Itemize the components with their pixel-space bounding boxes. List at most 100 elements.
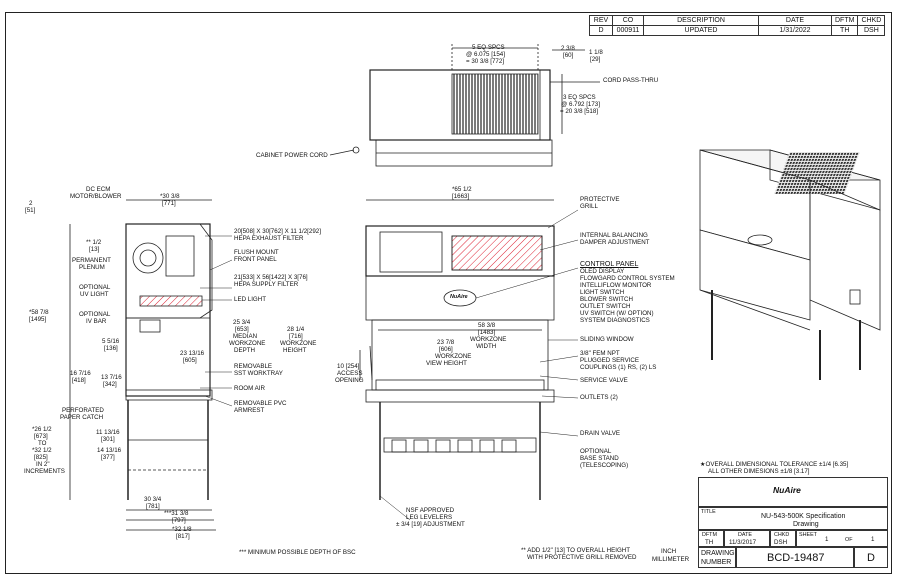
- dim-14-13-16: 14 13/16: [97, 447, 122, 454]
- dim-5-5-16-mm: [136]: [104, 345, 118, 352]
- control-item: FLOWGARD CONTROL SYSTEM: [580, 275, 675, 282]
- dim-30-3-4-mm: [781]: [146, 503, 160, 510]
- dim-2: 2: [29, 200, 33, 207]
- units-1: INCH: [661, 548, 677, 555]
- side-view: [69, 199, 216, 531]
- room-air-label: ROOM AIR: [234, 385, 265, 392]
- service-valve-label: SERVICE VALVE: [580, 377, 628, 384]
- dim-2-mm: [51]: [25, 207, 36, 214]
- chkd-value: DSH: [774, 539, 788, 546]
- stand-6: IN 2": [36, 461, 50, 468]
- dim-2-3-8-mm: [60]: [563, 52, 574, 59]
- drawing-number-cell: BCD-19487: [736, 547, 854, 568]
- nsf-2: LEG LEVELERS: [406, 514, 453, 521]
- dim-half-mm: [13]: [89, 246, 100, 253]
- stand-3: TO: [38, 440, 47, 447]
- dim-2-3-8: 2 3/8: [561, 45, 575, 52]
- drawing-number-label-cell: DRAWING NUMBER: [698, 547, 736, 568]
- optional-iv-2: IV BAR: [86, 318, 107, 325]
- flush-mount-1: FLUSH MOUNT: [234, 249, 279, 256]
- title-logo-cell: NuAire: [698, 477, 888, 507]
- optional-uv-1: OPTIONAL: [79, 284, 111, 291]
- sheet-cell: SHEET 1 OF 1: [796, 530, 888, 547]
- dim-23-13-16-mm: [605]: [183, 357, 197, 364]
- cord-pass-thru-label: CORD PASS-THRU: [603, 77, 659, 84]
- dim-30-3-4: 30 3/4: [144, 496, 162, 503]
- median-depth-1: 25 3/4: [233, 319, 251, 326]
- dim-16-7-16: 16 7/16: [70, 370, 91, 377]
- dim-31-3-8-mm: [797]: [172, 517, 186, 524]
- dwg-label-2: NUMBER: [701, 559, 732, 566]
- optional-iv-1: OPTIONAL: [79, 311, 111, 318]
- stand-7: INCREMENTS: [24, 468, 65, 475]
- dim-32-1-8-mm: [817]: [176, 533, 190, 540]
- wz-width-2: [1483]: [478, 329, 496, 336]
- grill-note-2: WITH PROTECTIVE GRILL REMOVED: [527, 554, 637, 561]
- nsf-1: NSF APPROVED: [406, 507, 455, 514]
- drawing-number: BCD-19487: [767, 552, 825, 564]
- revision-row: D 000911 UPDATED 1/31/2022 TH DSH: [589, 25, 886, 36]
- eq-spcs-1-dim: @ 6.075 [154]: [466, 51, 505, 58]
- depth-top: *30 3/8: [160, 193, 180, 200]
- isometric-view: [699, 149, 881, 380]
- removable-pvc-1: REMOVABLE PVC: [234, 400, 287, 407]
- dim-16-7-16-mm: [418]: [72, 377, 86, 384]
- control-item: OLED DISPLAY: [580, 268, 625, 275]
- dim-1-1-8: 1 1/8: [589, 49, 603, 56]
- eq-spcs-1-total: = 30 3/8 [772]: [466, 58, 505, 65]
- eq-spcs-2-total: = 20 3/8 [518]: [560, 108, 599, 115]
- min-depth-note: *** MINIMUM POSSIBLE DEPTH OF BSC: [239, 549, 356, 556]
- wz-height-3: WORKZONE: [280, 340, 317, 347]
- dftm-cell: TH: [830, 25, 859, 36]
- dim-31-3-8: ***31 3/8: [164, 510, 189, 517]
- sheet-value: 1: [825, 536, 829, 543]
- date-cell: DATE 11/3/2017: [724, 530, 770, 547]
- view-height-1: 23 7/8: [437, 339, 455, 346]
- base-stand-2: BASE STAND: [580, 455, 619, 462]
- wz-width-4: WIDTH: [476, 343, 497, 350]
- sliding-window-label: SLIDING WINDOW: [580, 336, 634, 343]
- dwg-label-1: DRAWING: [701, 550, 735, 557]
- median-depth-3: MEDIAN: [233, 333, 258, 340]
- eq-spcs-1: 5 EQ SPCS: [472, 44, 505, 51]
- eq-spcs-2: 3 EQ SPCS: [563, 94, 596, 101]
- base-stand-1: OPTIONAL: [580, 448, 612, 455]
- front-view: [359, 199, 555, 500]
- hepa-exhaust-2: HEPA EXHAUST FILTER: [234, 235, 304, 242]
- outlets-label: OUTLETS (2): [580, 394, 618, 401]
- hepa-supply-1: 21[533] X 56[1422] X 3[76]: [234, 274, 308, 281]
- tolerance-2: ALL OTHER DIMESIONS ±1/8 [3.17]: [708, 468, 810, 475]
- protective-grill-2: GRILL: [580, 203, 598, 210]
- control-panel-label: CONTROL PANEL: [580, 261, 639, 268]
- dim-5-5-16: 5 5/16: [102, 338, 120, 345]
- stand-2: [673]: [34, 433, 48, 440]
- control-item: BLOWER SWITCH: [580, 296, 633, 303]
- revision-table: REV CO DESCRIPTION DATE DFTM CHKD D 0009…: [589, 15, 886, 36]
- control-item: LIGHT SWITCH: [580, 289, 625, 296]
- grill-note-1: ** ADD 1/2" [13] TO OVERALL HEIGHT: [521, 547, 631, 554]
- fem-npt-3: COUPLINGS (1) RS, (2) LS: [580, 364, 657, 371]
- dim-13-7-16: 13 7/16: [101, 374, 122, 381]
- company-logo: NuAire: [773, 485, 801, 495]
- dim-half: ** 1/2: [86, 239, 102, 246]
- optional-uv-2: UV LIGHT: [80, 291, 109, 298]
- dim-1-1-8-mm: [29]: [590, 56, 601, 63]
- control-item: INTELLIFLOW MONITOR: [580, 282, 652, 289]
- hepa-supply-2: HEPA SUPPLY FILTER: [234, 281, 299, 288]
- median-depth-2: [653]: [235, 326, 249, 333]
- dim-11-13-16-mm: [301]: [101, 436, 115, 443]
- access-3: OPENING: [335, 377, 364, 384]
- tolerance-1: ★OVERALL DIMENSIONAL TOLERANCE ±1/4 [6.3…: [700, 461, 849, 468]
- date-value: 11/3/2017: [729, 539, 757, 546]
- nsf-3: ± 3/4 [19] ADJUSTMENT: [396, 521, 465, 528]
- of-label: OF: [845, 537, 853, 543]
- fem-npt-1: 3/8" FEM NPT: [580, 350, 620, 357]
- height-total-mm: [1495]: [29, 316, 47, 323]
- permanent-plenum-2: PLENUM: [79, 264, 105, 271]
- permanent-plenum-1: PERMANENT: [72, 257, 111, 264]
- drawing-rev: D: [867, 552, 875, 564]
- top-view: [329, 44, 600, 167]
- protective-grill-1: PROTECTIVE: [580, 196, 620, 203]
- perforated-2: PAPER CATCH: [60, 414, 104, 421]
